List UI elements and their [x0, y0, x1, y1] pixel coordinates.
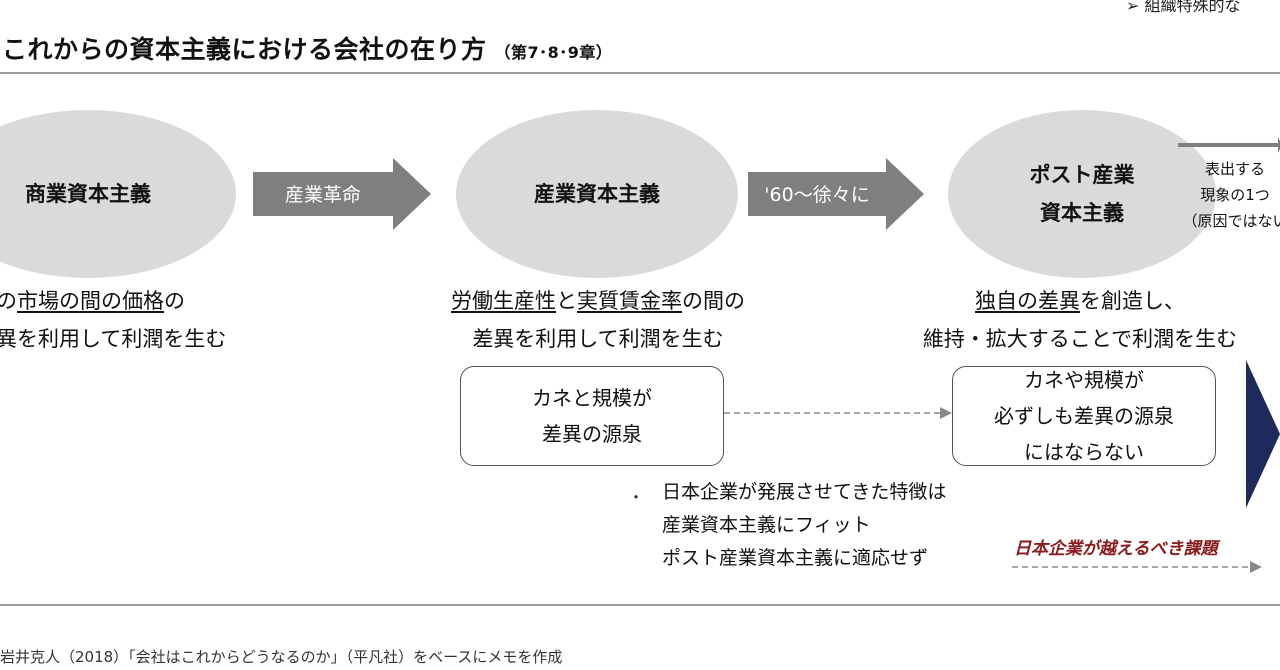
bullet-line-3: ポスト産業資本主義に適応せず — [662, 547, 929, 569]
arrow-label-industrial-revolution: 産業革命 — [284, 184, 361, 206]
stage-desc-industrial: 労働生産性と実質賃金率の間の 差異を利用して利潤を生む — [420, 282, 776, 358]
stage-ellipse-post-industrial: ポスト産業 資本主義 — [948, 110, 1216, 278]
arrow-label-wrap-1: 産業革命 — [253, 180, 393, 207]
bottom-divider — [0, 604, 1280, 606]
stage-desc-post-industrial-line2: 維持・拡大することで利潤を生む — [922, 327, 1238, 351]
stage-desc-post-industrial-line1: 独自の差異を創造し、 — [975, 289, 1185, 313]
bullet-marker: ・ — [628, 488, 645, 507]
box-not-source-text: カネや規模が 必ずしも差異の源泉 にはならない — [994, 368, 1174, 464]
stage-ellipse-commercial: 商業資本主義 — [0, 110, 236, 278]
stage-desc-post-industrial: 独自の差異を創造し、 維持・拡大することで利潤を生む — [910, 282, 1250, 358]
stage-label-industrial: 産業資本主義 — [534, 182, 660, 206]
stage-desc-industrial-line2: 差異を利用して利潤を生む — [472, 327, 724, 351]
bullet-line-1: 日本企業が発展させてきた特徴は — [662, 481, 947, 503]
source-note: 岩井克人（2018）「会社はこれからどうなるのか」（平凡社）をベースにメモを作成 — [0, 648, 563, 666]
red-challenge-text: 日本企業が越えるべき課題 — [1014, 539, 1218, 559]
stage-desc-industrial-line1: 労働生産性と実質賃金率の間の — [451, 289, 745, 313]
bullet-line-2: 産業資本主義にフィット — [662, 514, 871, 536]
arrow-from-60s — [748, 158, 924, 230]
box-not-source: カネや規模が 必ずしも差異の源泉 にはならない — [952, 366, 1216, 466]
stage-desc-commercial-line2: 異を利用して利潤を生む — [0, 327, 227, 351]
box-money-scale-source: カネと規模が 差異の源泉 — [460, 366, 724, 466]
title-divider — [0, 72, 1280, 74]
stage-ellipse-industrial: 産業資本主義 — [456, 110, 738, 278]
side-arrow — [1178, 137, 1280, 153]
top-right-note: ➢ 組織特殊的な — [1126, 0, 1241, 15]
title-chapters: （第7･8･9章） — [494, 43, 613, 62]
side-note: 表出する 現象の1つ （原因ではない — [1182, 160, 1280, 230]
navy-chevron — [1246, 360, 1280, 508]
title-text: これからの資本主義における会社の在り方 — [2, 35, 487, 64]
arrow-label-wrap-2: '60～徐々に — [748, 180, 886, 207]
stage-label-post-industrial: ポスト産業 資本主義 — [1029, 163, 1135, 225]
arrow-industrial-revolution — [253, 158, 431, 230]
bullet-list: 日本企業が発展させてきた特徴は 産業資本主義にフィット ポスト産業資本主義に適応… — [662, 476, 946, 575]
dashed-arrow-challenge — [1012, 561, 1262, 573]
stage-desc-commercial: の市場の間の価格の 異を利用して利潤を生む — [0, 282, 226, 358]
arrow-label-from-60s: '60～徐々に — [764, 184, 870, 206]
stage-label-commercial: 商業資本主義 — [25, 182, 151, 206]
dashed-arrow-boxes — [724, 407, 952, 419]
stage-desc-commercial-line1: の市場の間の価格の — [0, 289, 185, 313]
page-title: これからの資本主義における会社の在り方 （第7･8･9章） — [2, 30, 612, 66]
box-money-scale-source-text: カネと規模が 差異の源泉 — [532, 386, 652, 446]
